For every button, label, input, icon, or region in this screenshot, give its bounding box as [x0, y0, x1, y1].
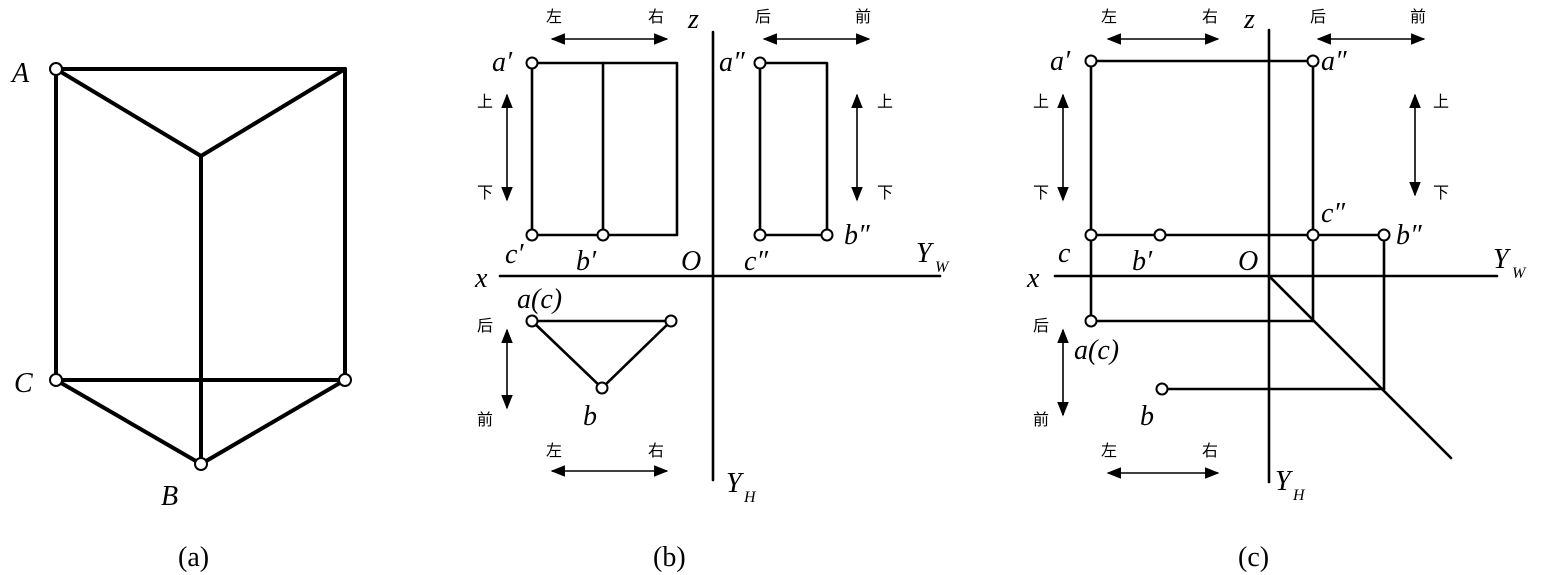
dir-front-top-c: 前: [1410, 7, 1426, 26]
label-Yh-c: Y: [1275, 466, 1294, 497]
label-b-dprime-b: b″: [844, 220, 870, 251]
label-b-prime-c: b′: [1132, 246, 1153, 277]
label-C: C: [14, 368, 33, 399]
figure-c: 左 右 后 前 上 下 上 下 后 前 左 右 z x O Y W Y H a′…: [1026, 4, 1527, 573]
point-B: [194, 457, 208, 471]
dir-back-left-b: 后: [477, 316, 493, 335]
label-a-dprime-c: a″: [1321, 46, 1347, 77]
dir-right-top-c: 右: [1202, 7, 1218, 26]
dir-down-right-b: 下: [877, 183, 893, 202]
dir-down-right-c: 下: [1433, 183, 1449, 202]
dir-down-left-c: 下: [1033, 183, 1049, 202]
dir-right-bottom-b: 右: [648, 441, 664, 460]
dir-down-left-b: 下: [477, 183, 493, 202]
label-b-c: b: [1140, 401, 1154, 432]
point-C: [49, 373, 63, 387]
dir-left-bottom-b: 左: [546, 441, 562, 460]
caption-a: (a): [178, 542, 209, 573]
dir-right-bottom-c: 右: [1202, 441, 1218, 460]
dir-left-top-b: 左: [546, 7, 562, 26]
dir-left-bottom-c: 左: [1101, 441, 1117, 460]
caption-c: (c): [1238, 542, 1269, 573]
label-A: A: [10, 58, 30, 89]
label-z-c: z: [1243, 4, 1255, 35]
label-Yw-sub-c: W: [1512, 265, 1527, 282]
label-Yw-sub-b: W: [935, 259, 950, 276]
label-O-c: O: [1238, 246, 1258, 277]
miter-line-c: [1267, 274, 1453, 460]
label-c-c: c: [1058, 238, 1071, 269]
dir-up-left-c: 上: [1033, 92, 1049, 111]
dir-right-top-b: 右: [648, 7, 664, 26]
dir-back-top-b: 后: [755, 7, 771, 26]
label-b-prime-b: b′: [576, 246, 597, 277]
label-Yh-sub-c: H: [1292, 487, 1306, 504]
label-z-b: z: [687, 4, 699, 35]
point-A: [49, 62, 63, 76]
label-a-prime-c: a′: [1050, 46, 1071, 77]
label-a-c-c: a(c): [1074, 335, 1119, 366]
dir-up-right-c: 上: [1433, 92, 1449, 111]
point-unlabeled: [338, 373, 352, 387]
label-Yh-b: Y: [726, 468, 745, 499]
label-Yh-sub-b: H: [743, 489, 757, 506]
label-b-b: b: [583, 401, 597, 432]
label-b-dprime-c: b″: [1396, 220, 1422, 251]
figure-b: 左 右 后 前 上 下 上 下 后 前 左 右 z x O Y W Y H a′…: [474, 4, 950, 573]
label-c-dprime-b: c″: [744, 246, 768, 277]
label-c-prime-b: c′: [505, 239, 524, 270]
dir-front-left-b: 前: [477, 410, 493, 429]
label-a-prime-b: a′: [492, 47, 513, 78]
caption-b: (b): [653, 542, 686, 573]
label-a-c-b: a(c): [517, 284, 562, 315]
figure-a: A C B (a): [10, 58, 352, 573]
label-x-c: x: [1026, 263, 1040, 294]
dir-front-left-c: 前: [1033, 410, 1049, 429]
label-Yw-b: Y: [916, 238, 935, 269]
dir-back-left-c: 后: [1033, 316, 1049, 335]
label-c-dprime-c: c″: [1321, 198, 1345, 229]
dir-front-top-b: 前: [855, 7, 871, 26]
dir-up-left-b: 上: [477, 92, 493, 111]
label-O-b: O: [681, 246, 701, 277]
label-Yw-c: Y: [1493, 244, 1512, 275]
label-x-b: x: [474, 263, 488, 294]
label-a-dprime-b: a″: [719, 47, 745, 78]
dir-left-top-c: 左: [1101, 7, 1117, 26]
dir-up-right-b: 上: [877, 92, 893, 111]
label-B: B: [161, 481, 178, 512]
dir-back-top-c: 后: [1310, 7, 1326, 26]
